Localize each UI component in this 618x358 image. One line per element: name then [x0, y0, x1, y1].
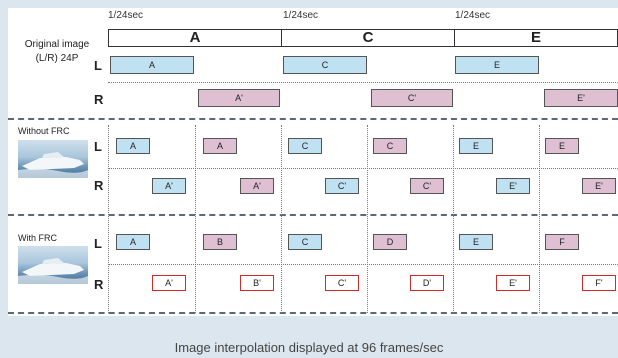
with-frc-r-box: C'	[325, 275, 359, 291]
boat-image-with-frc	[18, 246, 88, 284]
original-r-label: R	[94, 92, 104, 107]
with-frc-l-box: D	[373, 234, 407, 250]
with-frc-r-label: R	[94, 277, 104, 292]
with-frc-r-box: E'	[496, 275, 530, 291]
with-frc-title: With FRC	[18, 233, 57, 243]
section-divider-3	[8, 312, 618, 314]
boat-image-without-frc	[18, 140, 88, 178]
frame-header-e: E	[454, 29, 618, 47]
original-divider	[108, 82, 618, 83]
grid-vline	[281, 125, 282, 313]
without-frc-r-box: C'	[325, 178, 359, 194]
without-frc-l-box: C	[288, 138, 322, 154]
with-frc-l-box: A	[116, 234, 150, 250]
time-label-2: 1/24sec	[283, 10, 319, 21]
without-frc-l-box: C	[373, 138, 407, 154]
original-image-title: Original image (L/R) 24P	[16, 38, 98, 66]
with-frc-r-box: F'	[582, 275, 616, 291]
without-frc-l-box: E	[459, 138, 493, 154]
grid-vline	[108, 125, 109, 313]
section-divider-2	[8, 214, 618, 216]
original-r-box-a-prime: A'	[198, 89, 280, 107]
grid-vline	[539, 125, 540, 313]
diagram-panel	[8, 8, 618, 316]
original-l-box-a: A	[110, 56, 194, 74]
section-divider-1	[8, 118, 618, 120]
with-frc-r-box: D'	[410, 275, 444, 291]
without-frc-r-box: A'	[240, 178, 274, 194]
time-label-3: 1/24sec	[455, 10, 491, 21]
grid-vline	[367, 125, 368, 313]
without-frc-l-box: A	[203, 138, 237, 154]
with-frc-l-box: C	[288, 234, 322, 250]
with-frc-l-label: L	[94, 236, 102, 251]
grid-vline	[195, 125, 196, 313]
frame-header-c: C	[281, 29, 455, 47]
without-frc-r-box: C'	[410, 178, 444, 194]
without-frc-l-label: L	[94, 139, 102, 154]
original-r-box-c-prime: C'	[371, 89, 453, 107]
without-frc-r-box: A'	[152, 178, 186, 194]
without-frc-r-label: R	[94, 178, 104, 193]
without-frc-r-box: E'	[582, 178, 616, 194]
without-frc-l-box: A	[116, 138, 150, 154]
original-l-label: L	[94, 58, 102, 73]
with-frc-l-box: B	[203, 234, 237, 250]
original-l-box-c: C	[283, 56, 367, 74]
without-frc-r-box: E'	[496, 178, 530, 194]
grid-vline	[453, 125, 454, 313]
frame-header-a: A	[108, 29, 282, 47]
with-frc-l-box: F	[545, 234, 579, 250]
original-l-box-e: E	[455, 56, 539, 74]
caption: Image interpolation displayed at 96 fram…	[174, 340, 444, 355]
with-frc-r-box: A'	[152, 275, 186, 291]
with-frc-divider	[108, 264, 618, 265]
without-frc-l-box: E	[545, 138, 579, 154]
without-frc-divider	[108, 168, 618, 169]
original-title-line2: (L/R) 24P	[35, 53, 79, 64]
without-frc-title: Without FRC	[18, 126, 70, 136]
time-label-1: 1/24sec	[108, 10, 144, 21]
with-frc-l-box: E	[459, 234, 493, 250]
original-r-box-e-prime: E'	[544, 89, 618, 107]
original-title-line1: Original image	[24, 39, 90, 50]
with-frc-r-box: B'	[240, 275, 274, 291]
